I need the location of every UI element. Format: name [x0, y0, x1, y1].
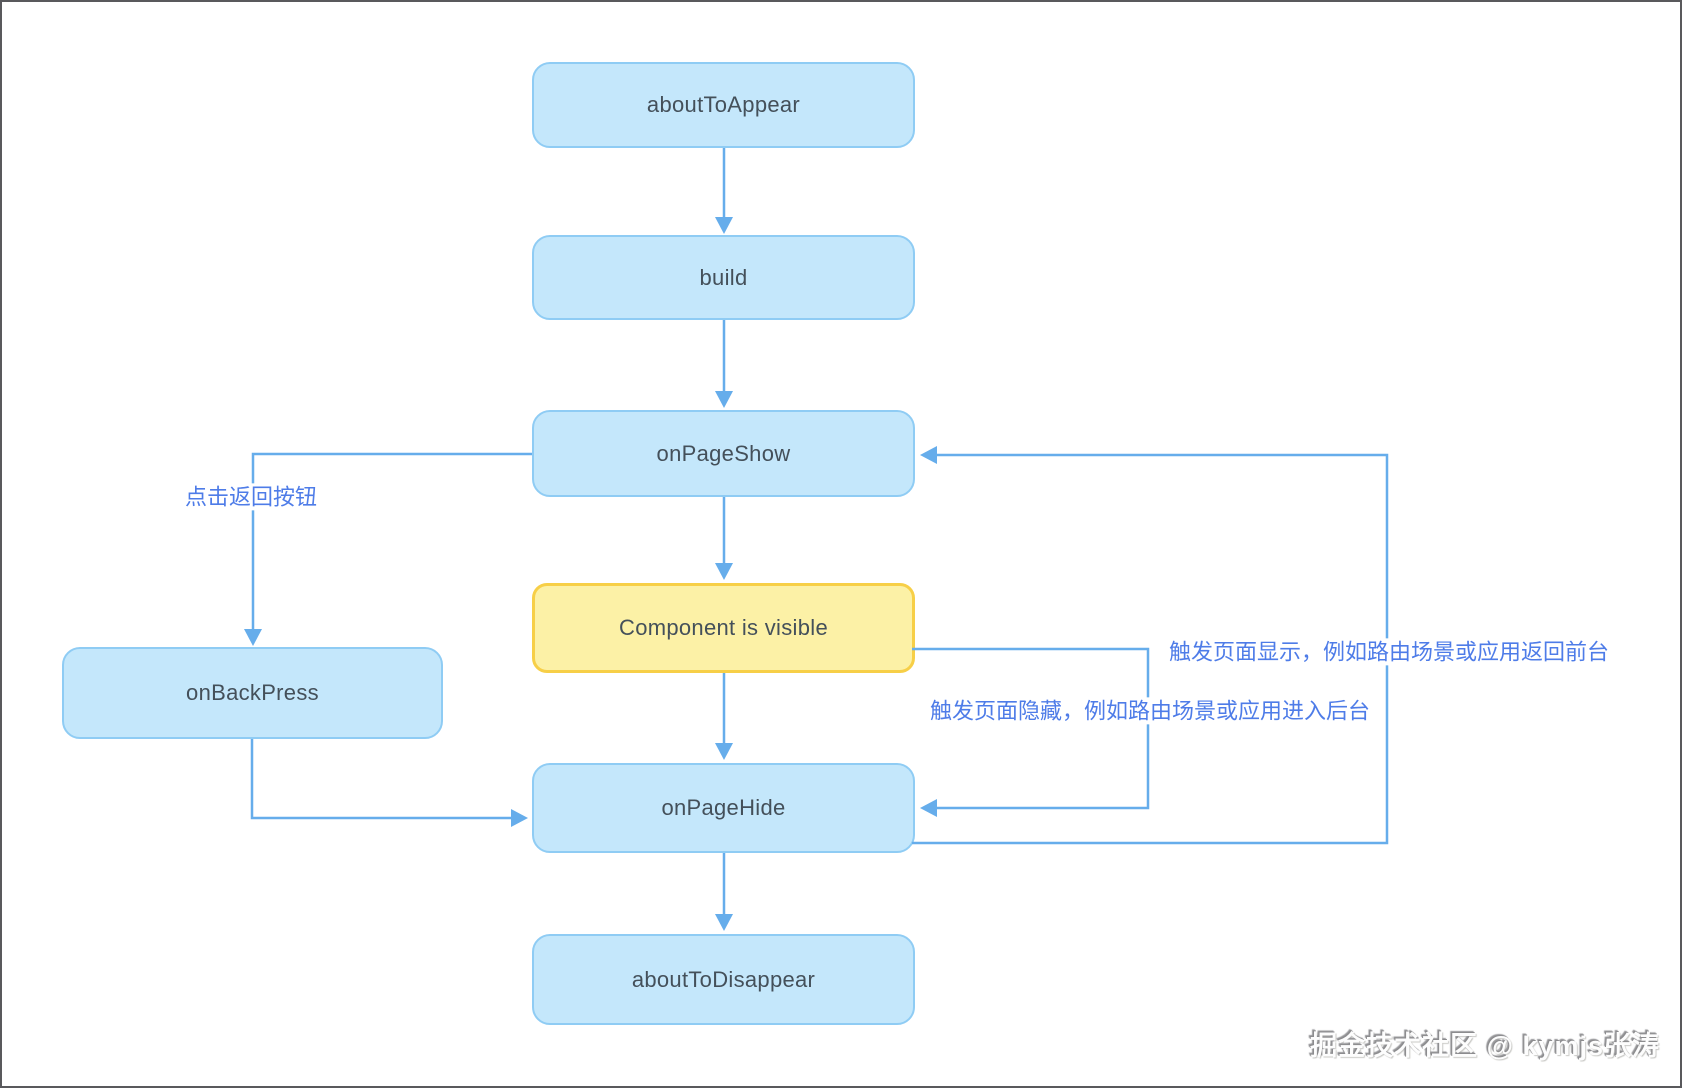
arrowhead-backpress-into-pagehide — [511, 809, 528, 827]
node-about-to-appear: aboutToAppear — [532, 62, 915, 148]
node-label: aboutToDisappear — [631, 966, 816, 992]
annotation-page-show-trigger: 触发页面显示，例如路由场景或应用返回前台 — [1165, 638, 1613, 666]
node-label: build — [699, 264, 748, 290]
annotation-back-press: 点击返回按钮 — [181, 483, 321, 511]
node-label: onPageHide — [661, 795, 786, 820]
node-on-page-show: onPageShow — [532, 410, 915, 497]
arrowhead-into-backpress — [244, 629, 262, 646]
watermark: 掘金技术社区 @ kymjs张涛 — [1310, 1031, 1660, 1061]
connector-pageshow-backpress — [251, 452, 532, 630]
node-label: aboutToAppear — [646, 92, 801, 117]
node-on-page-hide: onPageHide — [532, 763, 915, 853]
node-on-back-press: onBackPress — [62, 647, 443, 739]
connector-backpress-pagehide — [250, 739, 512, 820]
connector-visible-pagehide-trigger — [912, 647, 1150, 810]
arrowhead-into-build — [715, 217, 733, 234]
node-label: onPageShow — [656, 440, 791, 466]
arrowhead-hide-into-pagehide — [920, 799, 937, 817]
arrowhead-into-pageshow — [715, 391, 733, 408]
arrowhead-into-pagehide — [715, 743, 733, 760]
arrowhead-into-visible — [715, 563, 733, 580]
node-about-to-disappear: aboutToDisappear — [532, 934, 915, 1025]
node-label: Component is visible — [619, 615, 828, 640]
node-label: onBackPress — [186, 680, 319, 705]
node-component-visible: Component is visible — [532, 583, 915, 673]
annotation-page-hide-trigger: 触发页面隐藏，例如路由场景或应用进入后台 — [926, 697, 1374, 725]
arrowhead-into-disappear — [715, 914, 733, 931]
arrowhead-show-into-pageshow — [920, 446, 937, 464]
node-build: build — [532, 235, 915, 320]
